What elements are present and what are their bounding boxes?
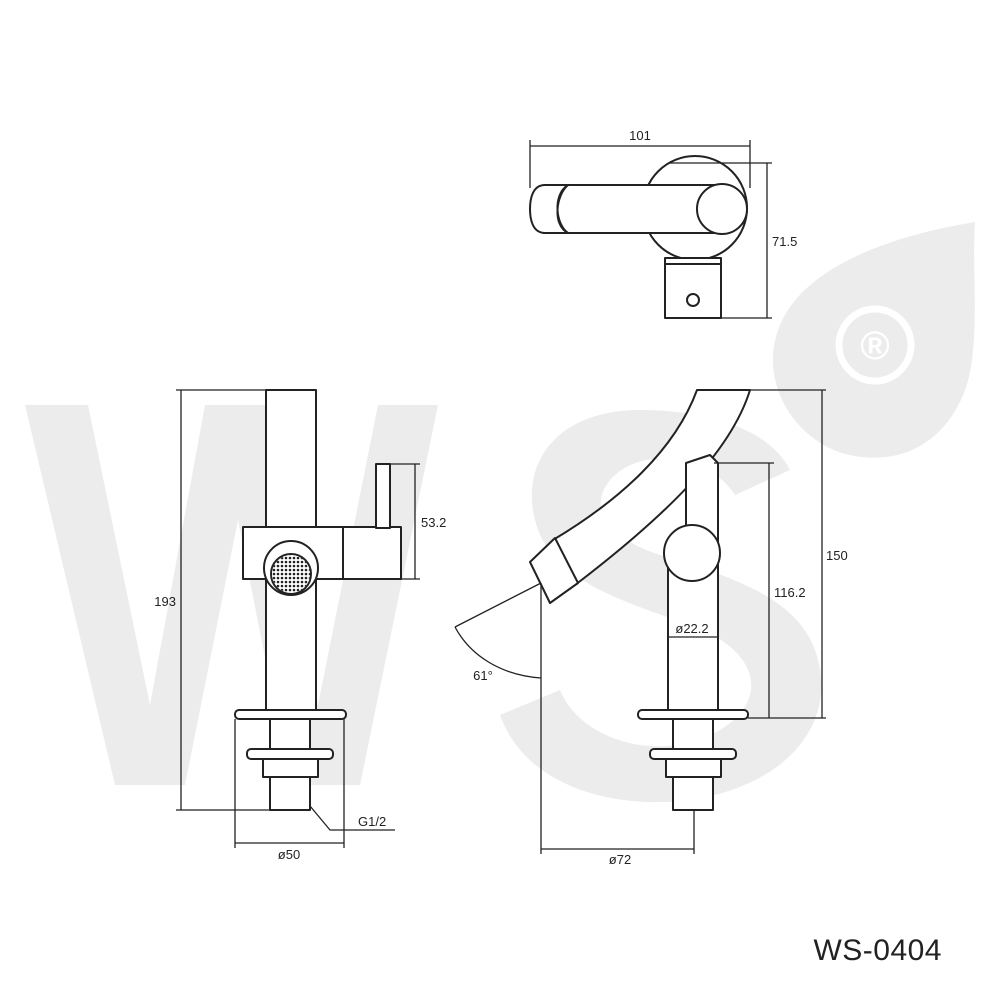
top-body [664, 257, 722, 319]
dim-base-label: ø50 [278, 847, 300, 862]
side-nut-washer [649, 748, 737, 760]
top-lever-tip-edge [556, 184, 569, 234]
side-shank-upper [672, 718, 714, 750]
dim-depth-label: 71.5 [772, 234, 797, 249]
dim-width-label: 101 [629, 128, 651, 143]
top-view: 101 71.5 [529, 128, 797, 319]
dim-body-label: ø22.2 [675, 621, 708, 636]
dim-overall-label: 150 [826, 548, 848, 563]
watermark-letter-s [500, 410, 822, 803]
angle-label: 61° [473, 668, 493, 683]
dim-spout-label: 116.2 [774, 585, 806, 600]
watermark-letter-w [25, 405, 438, 785]
model-code: WS-0404 [813, 934, 942, 967]
side-handle-knob [663, 524, 721, 582]
registered-symbol: ® [860, 324, 889, 368]
thread-label: G1/2 [358, 814, 386, 829]
side-base-flange [637, 709, 749, 720]
thread-leader [309, 805, 395, 831]
side-thread [672, 776, 714, 811]
front-nut [262, 758, 319, 778]
angle-arc [454, 626, 542, 679]
dim-handle-label: 53.2 [421, 515, 446, 530]
front-aerator-mesh [270, 553, 312, 595]
watermark-leaf [772, 222, 975, 458]
front-base-flange [234, 709, 347, 720]
side-spout-outlet [529, 537, 579, 604]
front-thread [269, 776, 311, 811]
angle-ref-line [454, 582, 542, 628]
aerator-mesh-pattern [272, 555, 310, 593]
front-view: 193 53.2 G1/2 ø50 [154, 389, 446, 862]
front-handle-lever [375, 463, 391, 529]
side-view: 150 116.2 ø22.2 61° ø72 [454, 389, 848, 867]
front-nut-washer [246, 748, 334, 760]
top-handle-knob [696, 183, 748, 235]
top-screw-hole [686, 293, 700, 307]
front-shank-upper [269, 718, 311, 750]
watermark: ® [25, 222, 975, 803]
side-nut [665, 758, 722, 778]
dim-reach-label: ø72 [609, 852, 631, 867]
dim-height-label: 193 [154, 594, 176, 609]
top-lever-body [549, 184, 721, 234]
registered-circle-icon [835, 305, 915, 385]
